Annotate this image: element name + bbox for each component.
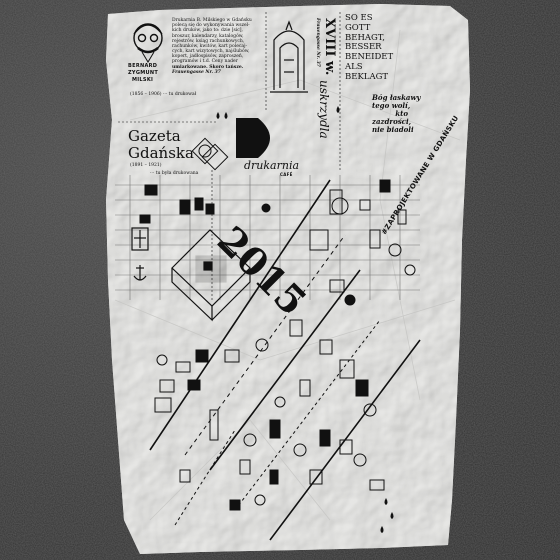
motto-line: Bóg łaskawy (372, 93, 421, 102)
bio-line: polecą się do wykonywania wszel- (172, 23, 250, 29)
bio-line: kich druków, jako to: dzie [sic], (172, 28, 243, 34)
gazeta-title-line2: Gdańska (128, 144, 194, 162)
isometric-objects (139, 179, 416, 511)
section-dividers (118, 12, 341, 300)
bio-line: programów i t.d. Ceny nader (172, 59, 238, 65)
ink-drops (216, 106, 394, 533)
vertical-word: uskrzydla (317, 80, 331, 139)
motto-line: BEKLAGT (345, 71, 389, 82)
vertical-century: XVIII w. (322, 18, 337, 76)
bio-line: rachunków, kwitów, kart polecaj- (172, 43, 247, 49)
bio-line: Drukarnia B. Milskiego w Gdańsku (172, 18, 252, 23)
tower-illustration (270, 20, 308, 93)
logo-name: drukarnia (244, 159, 300, 172)
cross-emblem-icon (131, 227, 149, 251)
bio-line: kopert, jadłospisów, zaproszeń, (172, 54, 244, 60)
motto-line: BEHAGT, (345, 32, 385, 43)
founder-middle-name: ZYGMUNT (128, 70, 159, 76)
bio-line: broszur, kalendarzy, katalogów, (172, 33, 244, 39)
founder-last-name: MILSKI (132, 77, 154, 83)
gazeta-caption: ··· tu była drukowana (150, 171, 199, 176)
founder-first-name: BERNARD (128, 63, 158, 69)
motto-german: SO ES GOTT BEHAGT, BESSER BENEIDET ALS B… (345, 13, 394, 82)
bio-line: umiarkowane. Skoro tańsze. (172, 64, 244, 70)
logo-sub: CAFÉ (280, 172, 293, 177)
vertical-address: Frauengasse Nr. 37 (315, 18, 320, 67)
motto-line: SO ES (345, 13, 373, 23)
bio-line: rejestrów, ksiąg rachunkowych, (172, 38, 245, 44)
founder-portrait (133, 23, 163, 63)
gazeta-years: (1891 – 1921) (130, 163, 162, 168)
motto-line: BESSER (345, 42, 382, 53)
motto-line: kto (395, 109, 408, 119)
drukarnia-logo-mark (242, 118, 270, 158)
motto-line: GOTT (345, 22, 371, 33)
bio-line: cych, kart wizytowych, najślubów, (172, 49, 250, 55)
motto-line: ALS (345, 61, 363, 72)
knot-ornament-icon (191, 137, 229, 171)
gazeta-title-line1: Gazeta (128, 127, 181, 145)
motto-line: zazdrości, (372, 117, 412, 127)
motto-polish: Bóg łaskawy tego wolí, kto zazdrości, ni… (372, 93, 421, 135)
motto-line: nie biadoli (372, 125, 414, 135)
bio-paragraph: Drukarnia B. Milskiego w Gdańsku polecą … (172, 18, 262, 75)
isometric-press-block (171, 229, 251, 322)
anchor-icon (133, 265, 147, 281)
bio-address: Frauengasse Nr. 37 (172, 69, 221, 75)
founder-lifespan: (1856 – 1906) ··· tu drukował (130, 92, 197, 97)
motto-line: tego wolí, (372, 101, 411, 111)
motto-line: BENEIDET (345, 52, 394, 63)
